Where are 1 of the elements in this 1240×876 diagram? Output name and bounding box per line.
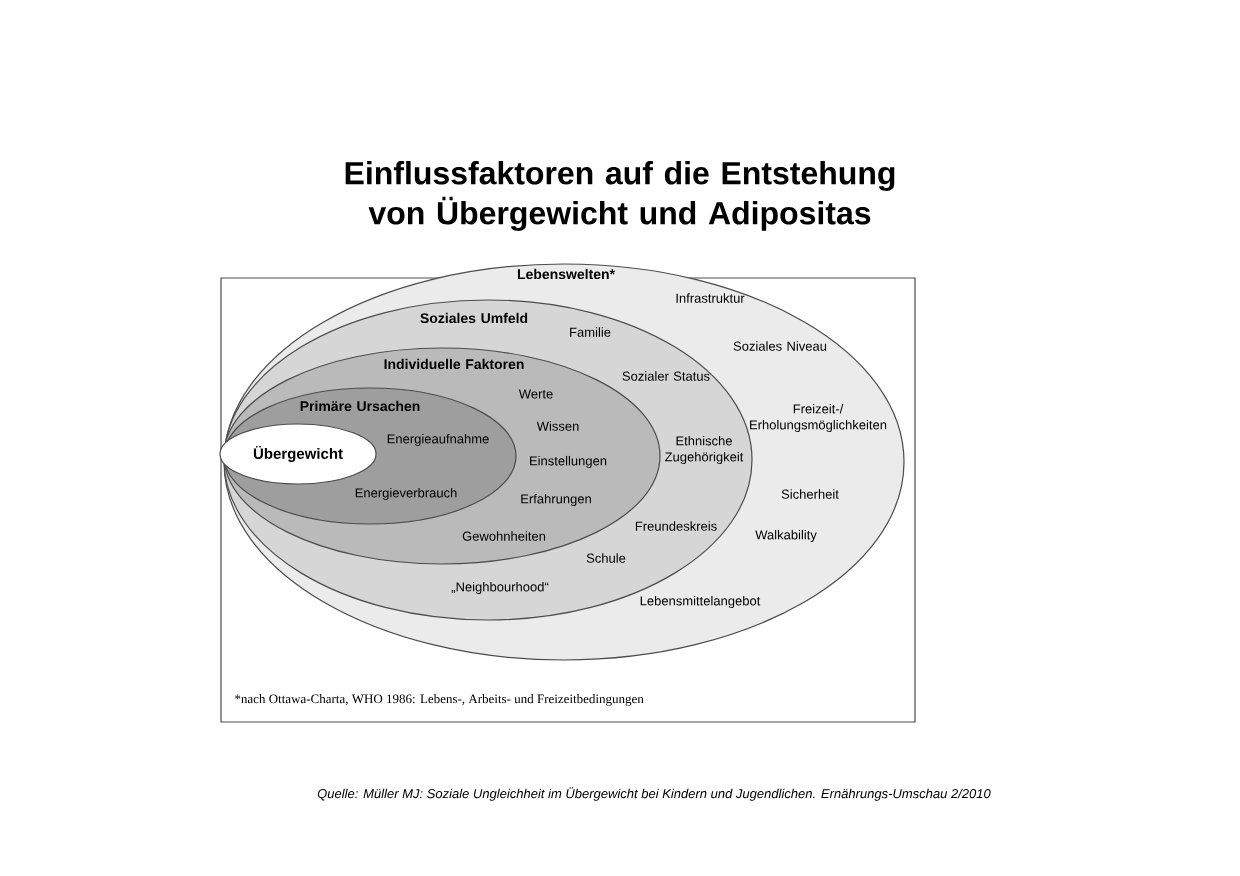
title: Einflussfaktoren auf die Entstehung von Übergewicht und Adipositas: [345, 161, 895, 231]
